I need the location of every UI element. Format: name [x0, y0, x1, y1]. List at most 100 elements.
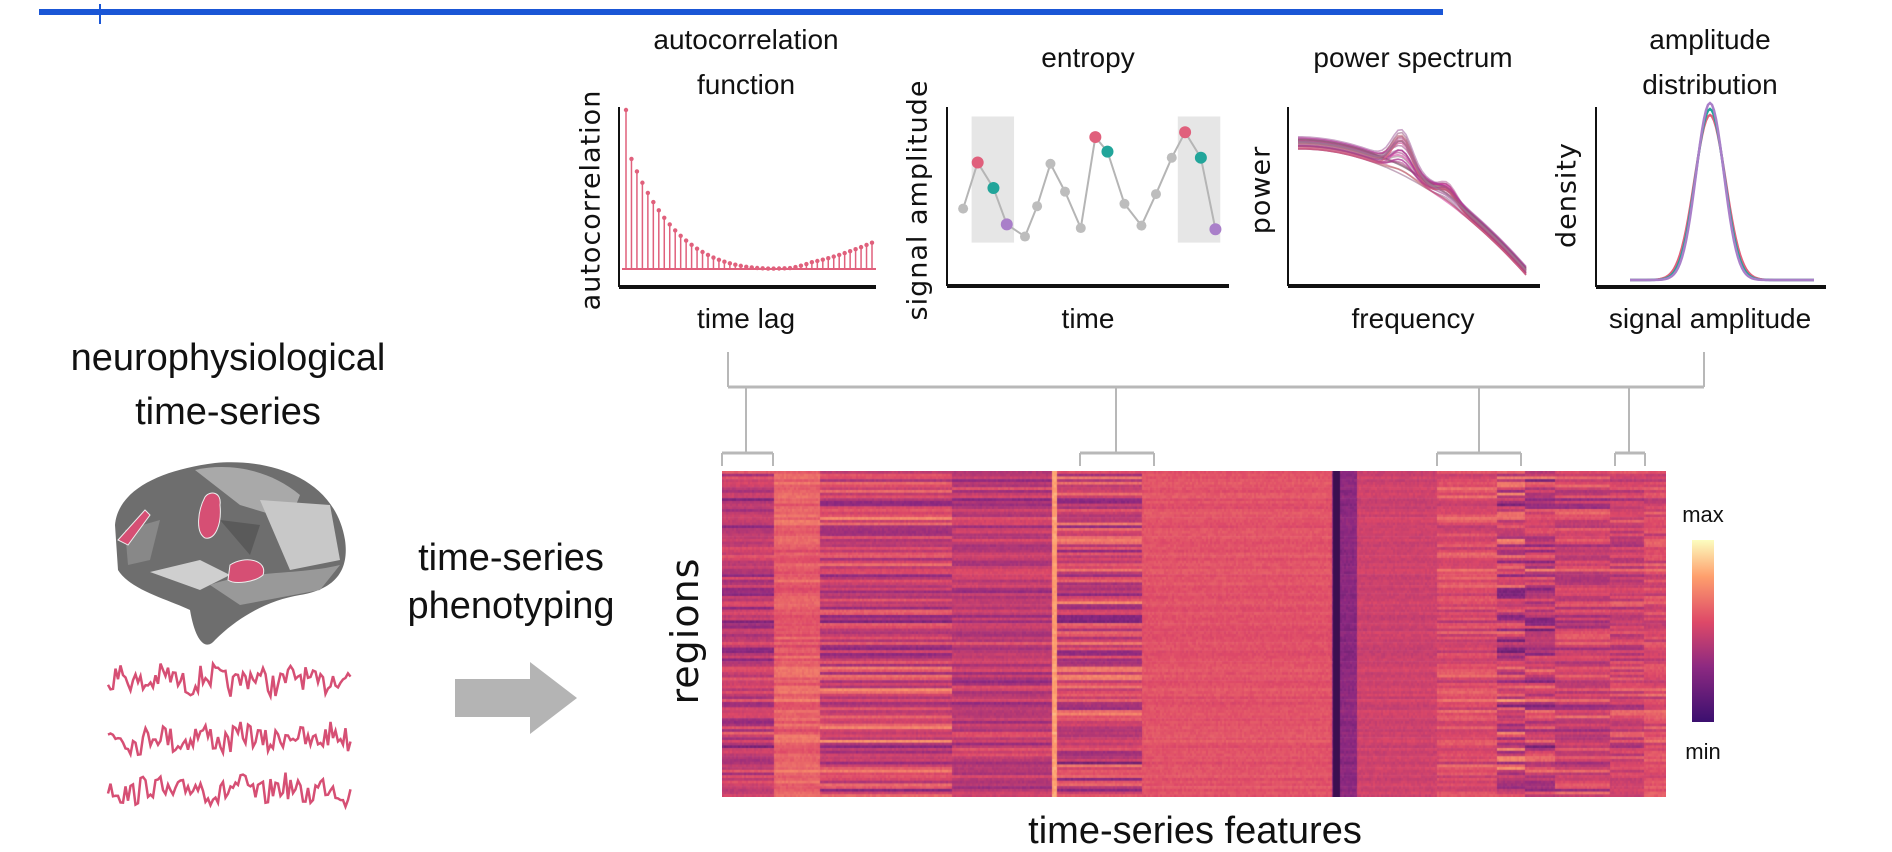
acf-stem-marker	[804, 261, 809, 267]
heatmap-xlabel: time-series features	[1028, 810, 1362, 852]
acf-stem-marker	[705, 252, 711, 258]
acf-stem-marker	[847, 249, 853, 254]
amp-title-line1: amplitude	[1649, 24, 1771, 55]
power-xlabel: frequency	[1351, 303, 1475, 334]
acf-stem-marker	[738, 263, 743, 269]
acf-stem-marker	[727, 261, 733, 266]
entropy-sample-point	[1150, 189, 1161, 200]
entropy-sample-point	[1179, 126, 1192, 139]
acf-stem-marker	[689, 242, 694, 248]
acf-stem-marker	[656, 208, 661, 213]
brain-surface-icon	[115, 462, 346, 645]
acf-stem-marker	[629, 156, 634, 162]
acf-stem-marker	[662, 215, 667, 220]
acf-stem-marker	[744, 264, 749, 269]
acf-stem-marker	[700, 249, 705, 255]
left-title-line1: neurophysiological	[70, 337, 386, 379]
acf-stem-marker	[760, 266, 765, 271]
density-curve	[1630, 113, 1814, 282]
acf-stem-marker	[798, 263, 804, 268]
entropy-sample-point	[1000, 218, 1013, 231]
power-ylabel: power	[1245, 145, 1277, 235]
feature-heatmap	[722, 471, 1666, 797]
acf-stem-marker	[776, 266, 782, 271]
entropy-sample-point	[1075, 223, 1086, 234]
amp-ylabel: density	[1551, 142, 1583, 248]
amp-title-line2: distribution	[1642, 69, 1778, 100]
entropy-sample-point	[1089, 131, 1102, 144]
entropy-sample-point	[1166, 152, 1177, 163]
acf-stem-marker	[820, 257, 825, 262]
acf-stem-marker	[667, 222, 672, 227]
time-series-wave	[106, 772, 352, 811]
brain-parcel	[220, 520, 260, 555]
acf-stem-marker	[678, 233, 683, 238]
entropy-sample-point	[987, 182, 1000, 195]
entropy-sample-point	[1136, 220, 1147, 231]
acf-stem-marker	[858, 244, 864, 250]
entropy-ylabel: signal amplitude	[902, 79, 934, 321]
acf-stem-marker	[765, 266, 771, 271]
acf-stem-marker	[711, 255, 716, 260]
power-title: power spectrum	[1313, 42, 1513, 73]
acf-ylabel: autocorrelation	[575, 89, 607, 311]
entropy-sample-point	[971, 156, 984, 169]
entropy-sample-point	[1019, 231, 1030, 242]
acf-stem-marker	[837, 252, 842, 258]
brain-region-highlight	[198, 492, 221, 539]
acf-stem-marker	[864, 242, 869, 248]
acf-stem-marker	[716, 257, 722, 262]
time-series-wave	[107, 721, 352, 759]
density-curve	[1630, 107, 1814, 282]
entropy-sample-point	[1209, 223, 1222, 236]
right-arrow-icon	[455, 662, 577, 734]
entropy-xlabel: time	[1061, 303, 1115, 334]
left-title-line2: time-series	[135, 391, 321, 433]
acf-xlabel: time lag	[696, 303, 796, 334]
acf-title-line2: function	[696, 69, 796, 100]
entropy-sample-point	[1119, 198, 1130, 209]
brain-parcel	[150, 560, 230, 590]
brain-parcel	[210, 565, 340, 605]
heatmap-ylabel: regions	[663, 557, 707, 705]
acf-stem-marker	[755, 265, 760, 271]
acf-stem-marker	[722, 259, 727, 264]
entropy-sample-point	[1045, 158, 1056, 169]
acf-stem-marker	[749, 265, 754, 270]
brain-region-highlight	[117, 509, 151, 546]
acf-stem-marker	[634, 169, 640, 174]
acf-title-line1: autocorrelation	[653, 24, 839, 55]
acf-stem-marker	[869, 240, 875, 245]
power-spectrum-curve	[1298, 139, 1527, 275]
time-series-wave	[106, 660, 352, 702]
entropy-title: entropy	[1041, 42, 1135, 73]
phenotyping-line1: time-series	[418, 537, 604, 579]
acf-stem-marker	[673, 228, 678, 233]
acf-stem-marker	[853, 247, 858, 252]
amp-xlabel: signal amplitude	[1608, 303, 1812, 334]
colorbar-min-label: min	[1685, 739, 1721, 764]
density-curve	[1630, 101, 1814, 282]
entropy-sample-point	[1060, 186, 1071, 197]
acf-stem-marker	[645, 190, 651, 196]
power-spectrum-curve	[1297, 135, 1527, 272]
brain-parcel	[260, 500, 340, 570]
acf-stem-marker	[826, 256, 831, 261]
entropy-sample-point	[1194, 151, 1207, 164]
acf-stem-marker	[831, 254, 836, 259]
entropy-sample-point	[1032, 201, 1043, 212]
phenotyping-line2: phenotyping	[407, 585, 615, 627]
acf-stem-marker	[771, 266, 776, 271]
acf-stem-marker	[793, 264, 798, 270]
acf-stem-marker	[842, 250, 847, 256]
colorbar-max-label: max	[1682, 502, 1724, 527]
power-spectrum-curve	[1298, 144, 1527, 274]
acf-stem-marker	[809, 259, 815, 265]
power-spectrum-curve	[1298, 145, 1527, 274]
entropy-sample-point	[958, 203, 969, 214]
entropy-sample-point	[1101, 145, 1114, 158]
acf-stem-marker	[623, 107, 629, 113]
colorbar	[1692, 540, 1714, 722]
